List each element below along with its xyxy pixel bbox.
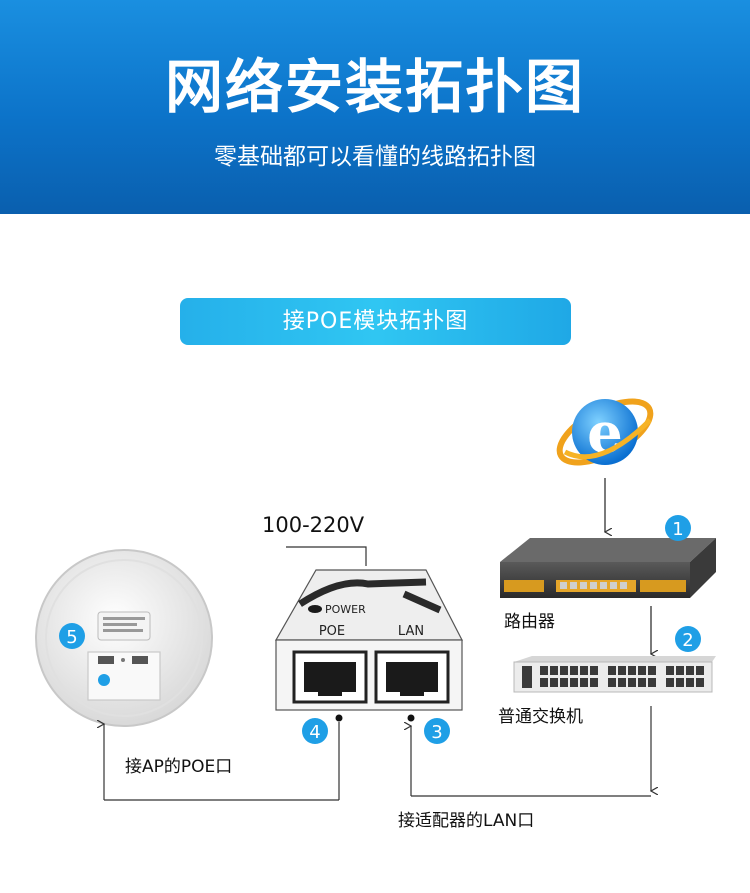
poe-cable-dot xyxy=(335,714,343,722)
page-subtitle: 零基础都可以看懂的线路拓扑图 xyxy=(214,144,536,170)
header-banner: 网络安装拓扑图 零基础都可以看懂的线路拓扑图 xyxy=(0,0,750,214)
router-device xyxy=(500,538,716,598)
poe-adapter-device: POWER POE LAN xyxy=(274,569,463,711)
switch-device xyxy=(513,656,716,693)
marker-5: 5 xyxy=(59,623,85,649)
router-label: 路由器 xyxy=(504,612,555,632)
marker-1: 1 xyxy=(665,515,691,541)
ceiling-ap-device xyxy=(35,549,213,727)
poe-power-label: POWER xyxy=(325,603,366,616)
switch-label: 普通交换机 xyxy=(498,707,583,727)
svg-text:2: 2 xyxy=(682,630,693,651)
lan-port-label: LAN xyxy=(398,624,424,639)
marker-2: 2 xyxy=(675,626,701,652)
voltage-label: 100-220V xyxy=(262,513,365,537)
adapter-lan-port-label: 接适配器的LAN口 xyxy=(398,811,535,831)
power-cord-line xyxy=(286,546,367,566)
page-title: 网络安装拓扑图 xyxy=(164,53,585,121)
svg-text:5: 5 xyxy=(66,627,77,648)
section-title: 接POE模块拓扑图 xyxy=(180,298,571,345)
svg-text:1: 1 xyxy=(672,519,683,540)
internet-explorer-icon: e xyxy=(556,398,654,466)
poe-port-label: POE xyxy=(319,624,345,639)
marker-3: 3 xyxy=(424,718,450,744)
ap-poe-port-label: 接AP的POE口 xyxy=(125,757,233,777)
svg-text:3: 3 xyxy=(431,722,442,743)
lan-cable-dot xyxy=(407,714,415,722)
marker-4: 4 xyxy=(302,718,328,744)
svg-text:4: 4 xyxy=(309,722,320,743)
ap-port-dot xyxy=(98,674,110,686)
